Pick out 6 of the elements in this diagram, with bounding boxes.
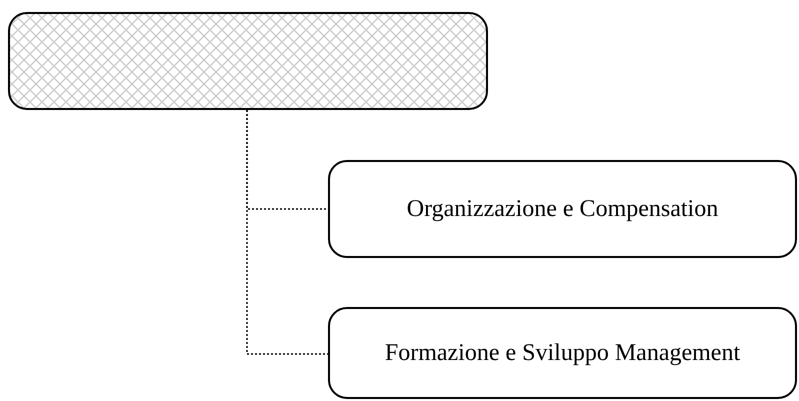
box-label: Organizzazione e Compensation (406, 196, 718, 222)
connector-line (246, 110, 328, 355)
rounded-box (328, 160, 797, 258)
hatched-box (8, 12, 488, 110)
box-label: Formazione e Sviluppo Management (384, 340, 740, 366)
rounded-box (328, 307, 797, 399)
